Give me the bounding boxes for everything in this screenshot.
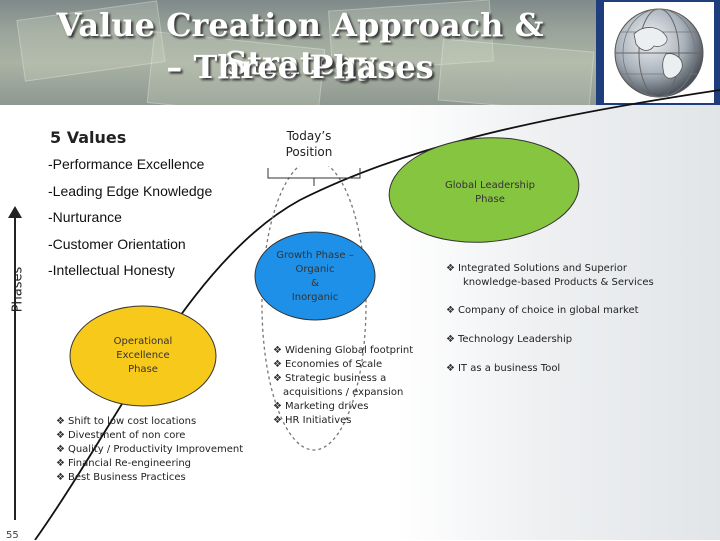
- value-item: -Intellectual Honesty: [48, 262, 175, 278]
- operational-bullet: ❖Best Business Practices: [56, 471, 186, 485]
- axis-label: Phases: [11, 260, 26, 320]
- operational-phase-label: Operational Excellence Phase: [90, 335, 196, 377]
- operational-bullet: ❖Financial Re-engineering: [56, 457, 191, 471]
- slide-number: 55: [6, 530, 19, 541]
- today-bracket: [268, 168, 360, 178]
- growth-bullet: ❖Strategic business a: [273, 372, 386, 386]
- value-item: -Performance Excellence: [48, 156, 204, 172]
- value-item: -Leading Edge Knowledge: [48, 183, 212, 199]
- operational-bullet: ❖Divestment of non core: [56, 429, 185, 443]
- operational-bullet: ❖Quality / Productivity Improvement: [56, 443, 243, 457]
- values-title: 5 Values: [50, 128, 126, 147]
- global-bullet: ❖Integrated Solutions and Superior: [446, 262, 627, 276]
- value-item: -Customer Orientation: [48, 236, 186, 252]
- growth-bullet: ❖HR Initiatives: [273, 414, 352, 428]
- global-bullet-continuation: knowledge-based Products & Services: [463, 276, 654, 290]
- global-bullet: ❖Technology Leadership: [446, 333, 572, 347]
- global-bullet: ❖Company of choice in global market: [446, 304, 639, 318]
- global-bullet: ❖IT as a business Tool: [446, 362, 560, 376]
- growth-phase-label: Growth Phase – Organic & Inorganic: [262, 249, 368, 305]
- growth-bullet-continuation: acquisitions / expansion: [283, 386, 403, 400]
- operational-bullet: ❖Shift to low cost locations: [56, 415, 196, 429]
- today-position-label: Today’s Position: [255, 124, 363, 166]
- value-item: -Nurturance: [48, 209, 122, 225]
- growth-bullet: ❖Economies of Scale: [273, 358, 382, 372]
- global-leadership-label: Global Leadership Phase: [420, 179, 560, 207]
- growth-bullet: ❖Widening Global footprint: [273, 344, 413, 358]
- growth-bullet: ❖Marketing drives: [273, 400, 369, 414]
